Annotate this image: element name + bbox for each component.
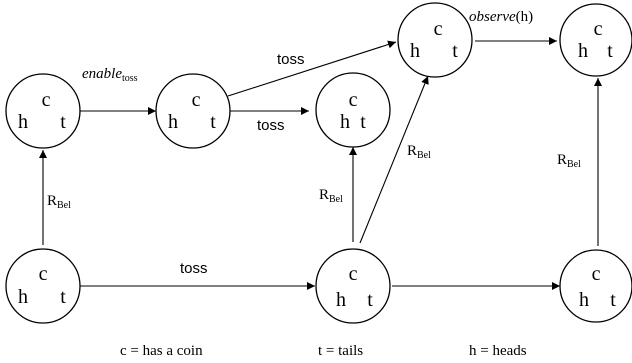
rbel-label-right: RBel	[557, 152, 581, 170]
tails-letter: t	[452, 40, 458, 62]
tails-letter: t	[60, 111, 66, 133]
world-node: c h t	[559, 249, 632, 323]
legend-tails: t = tails	[318, 343, 363, 359]
heads-letter: h	[578, 40, 588, 62]
rbel-label-left: RBel	[47, 193, 71, 211]
coin-letter: c	[592, 263, 601, 285]
rbel-label-middle: RBel	[319, 187, 343, 205]
edges	[39, 37, 602, 290]
world-node: c h t	[315, 248, 391, 324]
nodes: c h t c h t c h t c h t c h t	[5, 2, 632, 324]
coin-letter: c	[349, 263, 358, 285]
coin-letter: c	[594, 18, 603, 40]
tails-letter: t	[210, 111, 216, 133]
enable-toss-label: enabletoss	[82, 66, 138, 84]
heads-letter: h	[336, 289, 346, 311]
coin-letter: c	[349, 89, 358, 111]
edge-n2-n5	[227, 40, 397, 97]
tails-letter: t	[360, 111, 366, 133]
tails-letter: t	[607, 40, 613, 62]
rbel-label-diagonal: RBel	[407, 143, 431, 161]
tails-letter: t	[367, 289, 373, 311]
toss-label-upper: toss	[277, 51, 305, 68]
legend-heads: h = heads	[469, 343, 527, 359]
heads-letter: h	[410, 40, 420, 62]
coin-letter: c	[192, 89, 201, 111]
edge-labels: enabletoss toss toss toss observe(h) RBe…	[47, 9, 581, 277]
heads-letter: h	[579, 289, 589, 311]
heads-letter: h	[168, 111, 178, 133]
toss-label-lower: toss	[180, 260, 208, 277]
coin-letter: c	[42, 89, 51, 111]
world-node: c h t	[5, 73, 81, 149]
toss-label-middle: toss	[257, 117, 285, 134]
world-node: c h t	[315, 72, 391, 148]
edge-n8-n5	[359, 75, 429, 244]
heads-letter: h	[18, 111, 28, 133]
world-node: c h t	[155, 73, 231, 149]
world-node: c h t	[5, 248, 81, 324]
tails-letter: t	[60, 286, 66, 308]
world-node: c h t	[559, 3, 632, 77]
heads-letter: h	[340, 111, 350, 133]
tails-letter: t	[610, 289, 616, 311]
coin-letter: c	[434, 18, 443, 40]
heads-letter: h	[18, 286, 28, 308]
world-node: c h t	[397, 2, 473, 78]
coin-letter: c	[39, 263, 48, 285]
observe-label: observe(h)	[469, 9, 533, 25]
legend-coin: c = has a coin	[120, 343, 203, 359]
legend: c = has a coin t = tails h = heads	[120, 343, 527, 359]
